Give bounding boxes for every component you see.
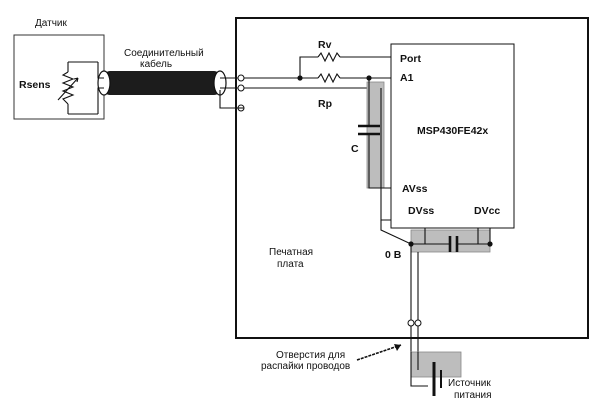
capacitor-wires <box>368 78 391 189</box>
decoupling: 0 В <box>380 220 493 261</box>
mcu-pin-a1: A1 <box>400 72 414 84</box>
rp-label: Rp <box>318 98 332 110</box>
resistor-r2 <box>317 72 341 84</box>
pcb-label-line2: плата <box>277 259 304 270</box>
capacitor-label: C <box>351 143 359 155</box>
mcu-pin-port: Port <box>400 53 422 65</box>
wire-to-rv <box>244 56 318 79</box>
node-dvcc <box>487 241 493 247</box>
cable-label-line1: Соединительный <box>124 48 204 59</box>
mcu-pin-avss: AVss <box>402 183 428 195</box>
sensor-resistor-label: Rsens <box>19 79 51 91</box>
pin-stubs <box>424 228 479 244</box>
mcu: Port A1 MSP430FE42x AVss DVss DVcc <box>390 43 515 229</box>
sensor-block: Датчик Rsens <box>13 18 105 120</box>
connector-2 <box>237 84 245 92</box>
holes-label-line1: Отверстия для <box>276 350 345 361</box>
mcu-pin-dvss: DVss <box>408 205 434 217</box>
power-source: Источник питания <box>410 351 492 401</box>
capacitor-group: C <box>351 78 391 221</box>
power-shading <box>410 351 462 378</box>
cable-label-line2: кабель <box>140 58 172 70</box>
rv-label: Rv <box>318 39 332 51</box>
cable: Соединительный кабель <box>97 48 245 114</box>
pcb-outline <box>235 17 589 339</box>
battery-leads <box>410 352 428 387</box>
power-wires <box>410 244 419 320</box>
rsens-leads <box>67 61 98 115</box>
mcu-box <box>390 43 515 229</box>
cable-shield <box>104 71 220 95</box>
mcu-name: MSP430FE42x <box>417 125 488 137</box>
mcu-pin-dvcc: DVcc <box>474 205 500 217</box>
rsens-variable-arrow <box>57 77 79 101</box>
cable-end-left <box>97 70 111 96</box>
hole-1 <box>407 319 415 327</box>
decoupling-capacitor <box>448 236 459 252</box>
holes-arrowhead <box>394 344 401 351</box>
sensor-title: Датчик <box>35 18 67 29</box>
resistor-rv <box>317 51 341 63</box>
pcb-label-line1: Печатная <box>269 247 313 258</box>
hole-2 <box>414 319 422 327</box>
power-label-line1: Источник <box>448 378 491 389</box>
cable-inner-left <box>97 62 104 114</box>
connector-1 <box>237 74 245 82</box>
power-leads <box>407 244 422 352</box>
holes-arrow <box>356 344 402 361</box>
sensor-box <box>13 34 105 120</box>
capacitor-plates <box>358 124 380 136</box>
ground-label: 0 В <box>385 249 402 261</box>
rsens-resistor <box>61 71 75 105</box>
holes-label-line2: распайки проводов <box>261 361 350 372</box>
power-wires-lower <box>410 326 419 352</box>
power-label-line2: питания <box>454 390 492 401</box>
